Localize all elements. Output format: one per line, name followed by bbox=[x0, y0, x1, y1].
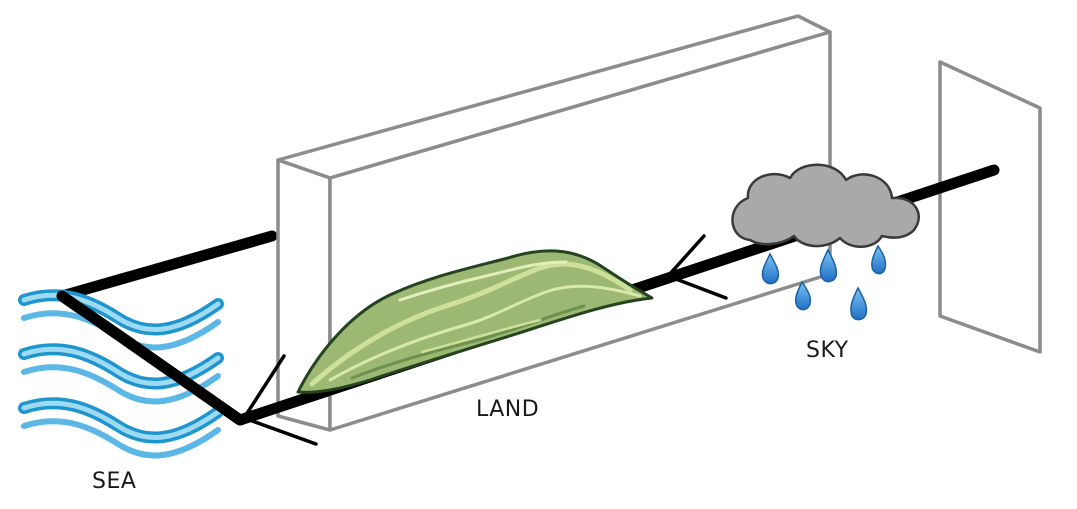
label-land: LAND bbox=[476, 397, 540, 422]
label-sky: SKY bbox=[806, 338, 849, 363]
raindrop bbox=[819, 248, 838, 283]
rain-cloud-icon bbox=[731, 163, 920, 321]
path-segment-over-sea bbox=[56, 290, 246, 426]
arrowhead-sky bbox=[666, 234, 728, 300]
sky-panel bbox=[938, 60, 1042, 354]
path-segment-back bbox=[56, 230, 278, 302]
land-mass-icon bbox=[296, 249, 654, 394]
label-sea: SEA bbox=[92, 469, 137, 494]
raindrop bbox=[761, 252, 780, 285]
raindrop bbox=[850, 286, 868, 321]
raindrop bbox=[871, 244, 887, 275]
sea-waves-icon bbox=[18, 289, 224, 459]
raindrop bbox=[794, 280, 812, 311]
